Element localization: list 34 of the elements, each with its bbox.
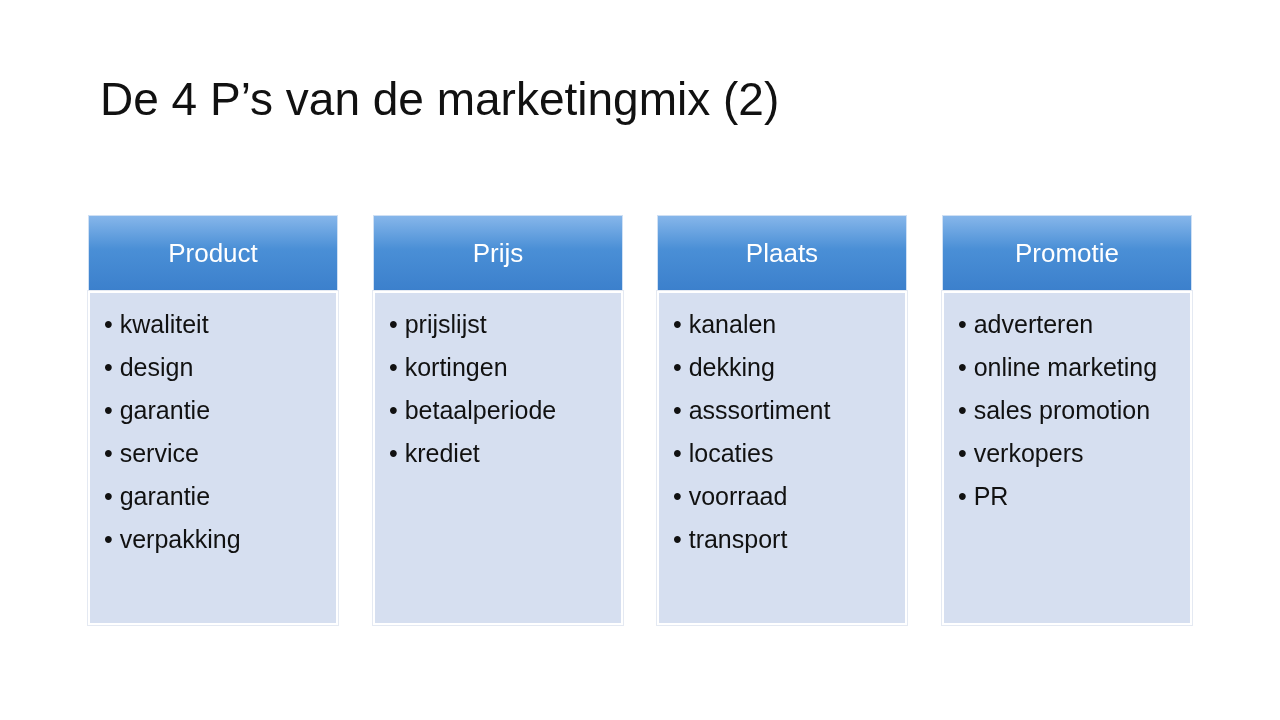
bullet-item: • voorraad <box>673 481 789 511</box>
header-label: Prijs <box>472 237 524 269</box>
bullet-item: • verkopers <box>958 438 1085 468</box>
bullet-item: • adverteren <box>958 309 1095 339</box>
bullet-item: • online marketing <box>958 352 1159 382</box>
header-box <box>88 215 338 291</box>
bullet-item: • service <box>104 438 200 468</box>
header-box <box>657 215 907 291</box>
header-label: Plaats <box>745 237 819 269</box>
bullet-item: • krediet <box>389 438 481 468</box>
list-panel <box>942 291 1192 625</box>
bullet-item: • PR <box>958 481 1010 511</box>
bullet-item: • transport <box>673 524 789 554</box>
header-label: Product <box>168 237 258 269</box>
header-box <box>942 215 1192 291</box>
slide-title: De 4 P’s van de marketingmix (2) <box>100 72 780 126</box>
header-label: Promotie <box>1014 237 1119 269</box>
list-panel <box>373 291 623 625</box>
bullet-item: • kortingen <box>389 352 509 382</box>
header-box <box>373 215 623 291</box>
bullet-item: • design <box>104 352 195 382</box>
bullet-item: • betaalperiode <box>389 395 558 425</box>
bullet-item: • verpakking <box>104 524 242 554</box>
list-panel <box>657 291 907 625</box>
bullet-item: • garantie <box>104 481 212 511</box>
list-panel <box>88 291 338 625</box>
bullet-item: • sales promotion <box>958 395 1152 425</box>
bullet-item: • dekking <box>673 352 776 382</box>
bullet-item: • prijslijst <box>389 309 488 339</box>
bullet-item: • asssortiment <box>673 395 832 425</box>
bullet-item: • garantie <box>104 395 212 425</box>
bullet-item: • kanalen <box>673 309 778 339</box>
bullet-item: • locaties <box>673 438 775 468</box>
bullet-item: • kwaliteit <box>104 309 210 339</box>
